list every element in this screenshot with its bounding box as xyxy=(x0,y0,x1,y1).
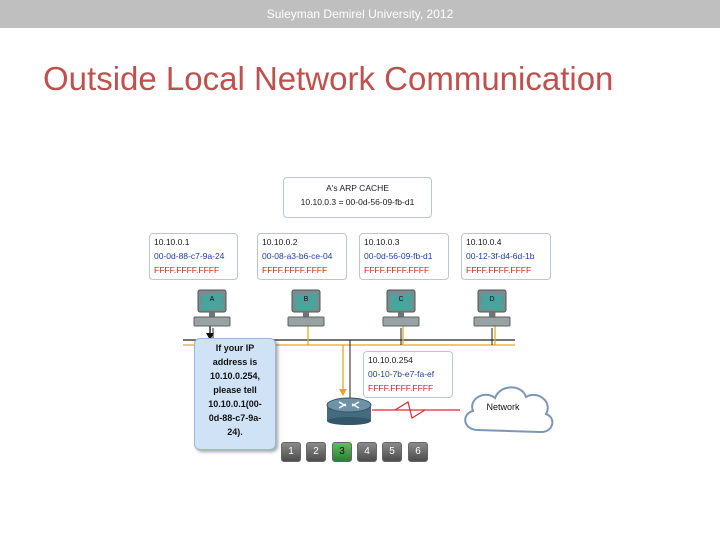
host-b-computer[interactable]: B xyxy=(286,289,326,329)
host-b-label: B xyxy=(303,296,309,303)
step-button-4[interactable]: 4 xyxy=(357,442,377,462)
host-a-broadcast: FFFF.FFFF.FFFF xyxy=(154,265,220,275)
host-b-ip: 10.10.0.2 xyxy=(262,237,298,247)
header-text: Suleyman Demirel University, 2012 xyxy=(266,7,454,21)
router-broadcast: FFFF.FFFF.FFFF xyxy=(368,383,434,393)
computer-icon xyxy=(382,289,420,327)
host-d-broadcast: FFFF.FFFF.FFFF xyxy=(466,265,532,275)
arrow-router-down-head xyxy=(339,389,347,396)
host-b-mac: 00-08-a3-b6-ce-04 xyxy=(262,251,333,261)
callout-line: please tell xyxy=(213,385,257,395)
cloud-icon xyxy=(464,386,554,434)
arp-cache-title: A's ARP CACHE xyxy=(326,183,389,193)
host-c-broadcast: FFFF.FFFF.FFFF xyxy=(364,265,430,275)
host-c-mac: 00-0d-56-09-fb-d1 xyxy=(364,251,433,261)
host-a-table: 10.10.0.1 00-0d-88-c7-9a-24 FFFF.FFFF.FF… xyxy=(149,233,238,280)
callout-line: 24). xyxy=(227,427,243,437)
host-a-computer[interactable]: A xyxy=(192,289,232,329)
host-d-table: 10.10.0.4 00-12-3f-d4-6d-1b FFFF.FFFF.FF… xyxy=(461,233,551,280)
host-a-mac: 00-0d-88-c7-9a-24 xyxy=(154,251,225,261)
host-c-ip: 10.10.0.3 xyxy=(364,237,400,247)
step-button-3[interactable]: 3 xyxy=(332,442,352,462)
router-network-zigzag xyxy=(394,401,426,419)
router-ip: 10.10.0.254 xyxy=(368,355,413,365)
host-d-ip: 10.10.0.4 xyxy=(466,237,502,247)
host-a-label: A xyxy=(209,296,215,303)
step-button-1[interactable]: 1 xyxy=(281,442,301,462)
router-table: 10.10.0.254 00-10-7b-e7-fa-ef FFFF.FFFF.… xyxy=(363,351,453,398)
host-d-label: D xyxy=(489,296,495,303)
router-mac: 00-10-7b-e7-fa-ef xyxy=(368,369,435,379)
router[interactable] xyxy=(325,395,373,430)
router-icon xyxy=(326,397,372,425)
host-d-computer[interactable]: D xyxy=(472,289,512,329)
arp-cache-box: A's ARP CACHE 10.10.0.3 = 00-0d-56-09-fb… xyxy=(283,177,432,218)
callout-line: 0d-88-c7-9a- xyxy=(208,413,262,423)
step-button-6[interactable]: 6 xyxy=(408,442,428,462)
slide-title: Outside Local Network Communication xyxy=(43,60,614,97)
computer-icon xyxy=(287,289,325,327)
host-c-label: C xyxy=(398,296,404,303)
callout-line: If your IP xyxy=(215,343,255,353)
host-b-broadcast: FFFF.FFFF.FFFF xyxy=(262,265,328,275)
host-c-table: 10.10.0.3 00-0d-56-09-fb-d1 FFFF.FFFF.FF… xyxy=(359,233,449,280)
host-d-mac: 00-12-3f-d4-6d-1b xyxy=(466,251,535,261)
host-b-table: 10.10.0.2 00-08-a3-b6-ce-04 FFFF.FFFF.FF… xyxy=(257,233,347,280)
callout-line: 10.10.0.254, xyxy=(209,371,261,381)
computer-icon xyxy=(193,289,231,327)
arp-cache-entry: 10.10.0.3 = 00-0d-56-09-fb-d1 xyxy=(300,197,415,207)
callout-line: 10.10.0.1(00- xyxy=(208,399,262,409)
step-button-5[interactable]: 5 xyxy=(382,442,402,462)
host-c-computer[interactable]: C xyxy=(381,289,421,329)
arp-request-callout: If your IP address is 10.10.0.254, pleas… xyxy=(194,338,276,450)
network-cloud[interactable]: Network xyxy=(458,378,558,445)
callout-line: address is xyxy=(212,357,258,367)
arrow-a-down-head xyxy=(206,333,214,340)
computer-icon xyxy=(473,289,511,327)
network-label: Network xyxy=(486,402,520,412)
header-bar xyxy=(0,0,720,28)
host-a-ip: 10.10.0.1 xyxy=(154,237,190,247)
step-button-2[interactable]: 2 xyxy=(306,442,326,462)
